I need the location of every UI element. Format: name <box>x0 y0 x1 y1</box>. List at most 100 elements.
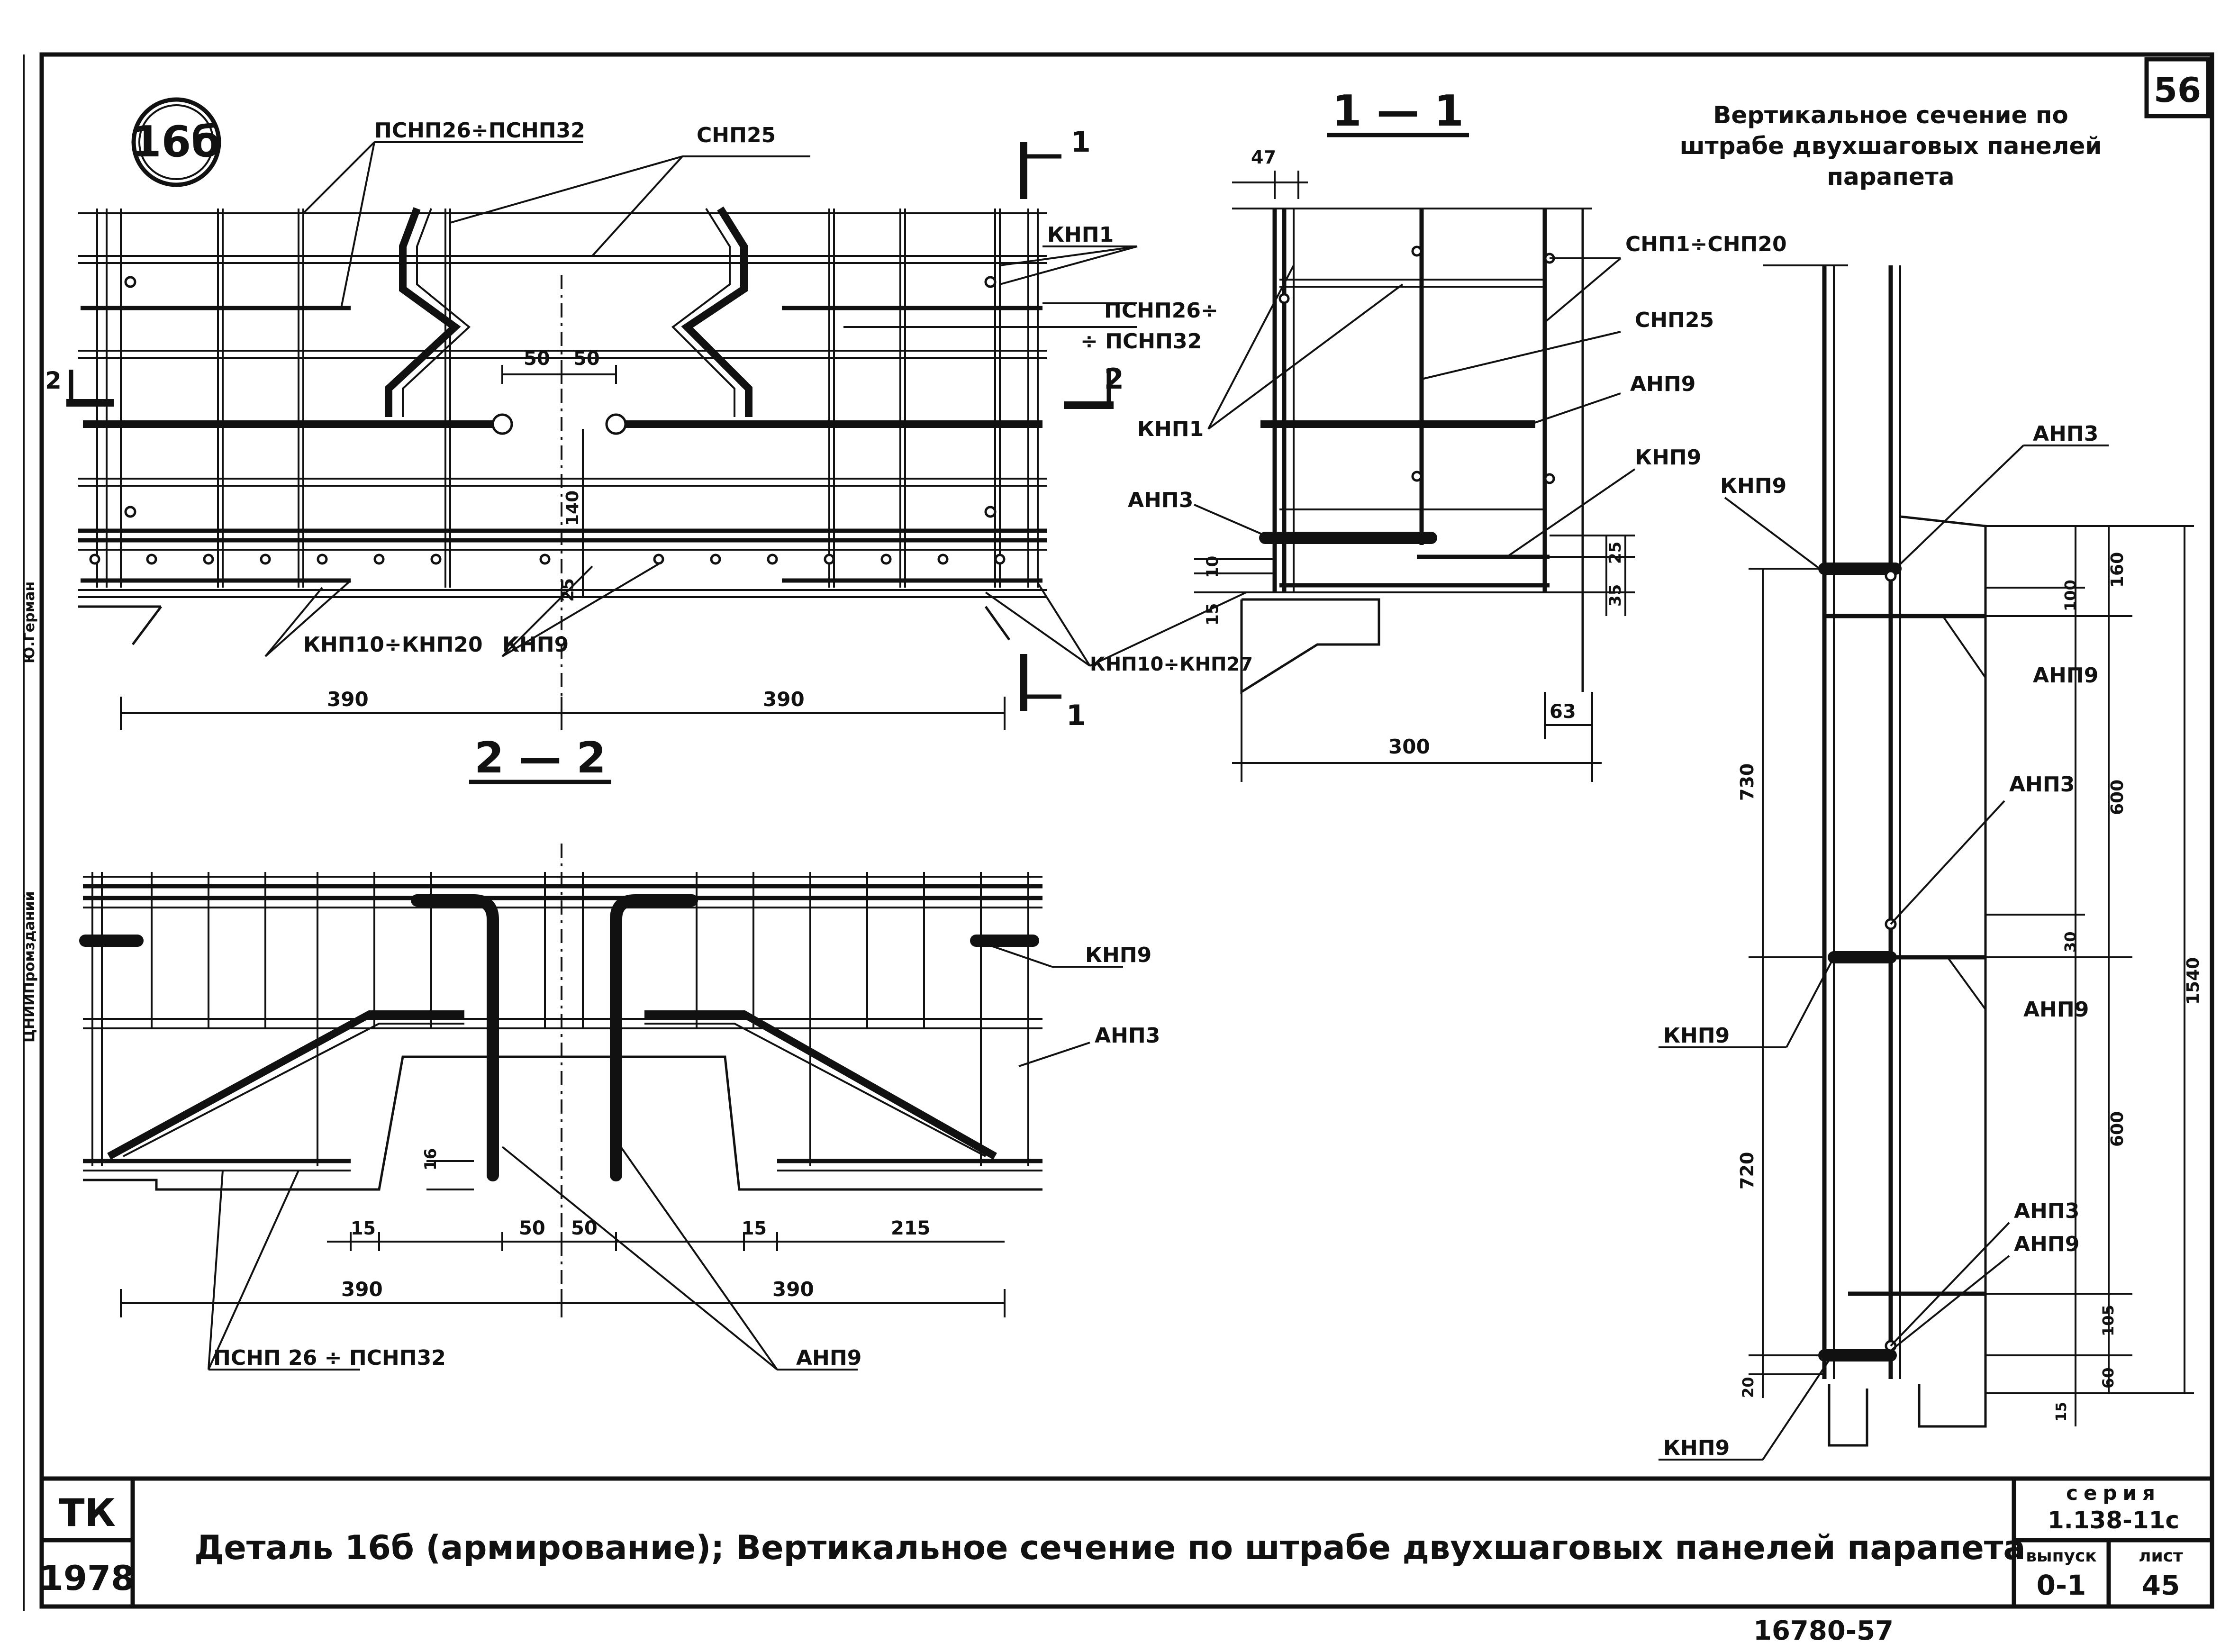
detail-mark: 16б <box>131 97 221 187</box>
vertical-section-title-2: штрабе двухшаговых панелей <box>1680 132 2102 160</box>
plan-section-2-right: 2 <box>1104 363 1124 396</box>
section-1-1-title: 1 — 1 <box>1332 86 1464 136</box>
vertical-section-dim-1540: 1540 <box>2184 957 2203 1005</box>
section-1-1-label-anp9: АНП9 <box>1630 372 1695 396</box>
plan-bar-ends <box>89 276 1006 565</box>
vertical-section-dim-15: 15 <box>2053 1402 2070 1422</box>
plan-leaders <box>264 141 1247 667</box>
section-1-1-label-knp1: КНП1 <box>1137 417 1204 441</box>
inventory-number: 16780-57 <box>1753 1616 1894 1646</box>
plan-view: ПСНП26÷ПСНП32 СНП25 КНП1 ПСНП26÷ ÷ ПСНП3… <box>45 118 1253 732</box>
section-1-1-dim-25: 25 <box>1606 542 1625 564</box>
plan-horizontal-bars <box>78 212 1047 598</box>
sheet-value: 45 <box>2142 1569 2180 1601</box>
vertical-section-dim-600a: 600 <box>2108 780 2127 815</box>
sheet-frame <box>23 52 2214 1611</box>
section-1-1-label-snp25: СНП25 <box>1635 308 1714 332</box>
section-2-2-dim-390a: 390 <box>341 1278 383 1301</box>
vertical-section-dim-20: 20 <box>1739 1377 1757 1398</box>
plan-label-knp10-27: КНП10÷КНП27 <box>1090 654 1253 675</box>
section-2-2-label-pcnp26-32: ПСНП 26 ÷ ПСНП32 <box>213 1346 446 1370</box>
section-1-1-label-snp1-20: СНП1÷СНП20 <box>1625 232 1787 256</box>
side-stamp-author: Ю.Герман <box>21 581 38 663</box>
side-stamp-org: ЦНИИПромзданий <box>21 891 38 1043</box>
section-2-2-label-knp9: КНП9 <box>1085 943 1151 967</box>
org-code: ТК <box>59 1491 116 1535</box>
vertical-section-label-anp9-mid: АНП9 <box>2023 998 2089 1022</box>
vertical-section-title-1: Вертикальное сечение по <box>1713 101 2068 129</box>
vertical-section-label-anp3-mid: АНП3 <box>2009 772 2075 797</box>
plan-label-knp9: КНП9 <box>502 633 569 657</box>
issue-label: выпуск <box>2026 1546 2096 1566</box>
vertical-section-dim-160: 160 <box>2108 552 2127 588</box>
section-1-1-dim-300: 300 <box>1388 735 1430 758</box>
vertical-section-label-anp3-top: АНП3 <box>2033 422 2098 446</box>
vertical-section-title-3: парапета <box>1827 163 1955 191</box>
plan-label-snp25: СНП25 <box>697 123 776 147</box>
section-1-1-dim-35: 35 <box>1606 584 1625 607</box>
plan-dimensions <box>120 275 1006 730</box>
plan-dim-25: 25 <box>558 578 578 602</box>
vertical-section-label-anp9-top: АНП9 <box>2033 663 2098 688</box>
sheet-label: лист <box>2139 1546 2183 1566</box>
plan-section-1-bottom: 1 <box>1066 699 1086 732</box>
plan-label-knp1: КНП1 <box>1047 223 1114 247</box>
vertical-section-dim-60: 60 <box>2099 1367 2117 1389</box>
plan-section-1-top: 1 <box>1071 126 1091 159</box>
section-1-1: 1 — 1 <box>1128 86 1787 782</box>
detail-mark-text: 16б <box>132 117 221 167</box>
vertical-section-dim-600b: 600 <box>2108 1111 2127 1147</box>
vertical-section-dim-105: 105 <box>2099 1305 2117 1336</box>
vertical-section-label-knp9-top: КНП9 <box>1720 474 1786 498</box>
plan-concrete <box>78 605 1011 645</box>
section-1-1-dim-15: 15 <box>1203 603 1222 626</box>
section-2-2-label-anp9: АНП9 <box>796 1346 861 1370</box>
section-1-1-dim-10: 10 <box>1203 556 1222 578</box>
sheet-title: Деталь 16б (армирование); Вертикальное с… <box>194 1528 2026 1567</box>
series-value: 1.138-11с <box>2048 1507 2179 1534</box>
year: 1978 <box>40 1558 135 1598</box>
section-2-2-label-anp3: АНП3 <box>1095 1024 1160 1048</box>
section-2-2-dim-215: 215 <box>891 1217 931 1239</box>
vertical-section: Вертикальное сечение по штрабе двухшагов… <box>1659 101 2203 1461</box>
plan-label-knp10-20: КНП10÷КНП20 <box>303 633 483 657</box>
plan-section-2-left: 2 <box>45 367 62 394</box>
section-2-2-dim-15a: 15 <box>351 1218 376 1239</box>
plan-section-cuts <box>66 142 1114 711</box>
section-2-2-dim-16: 16 <box>421 1148 440 1171</box>
plan-dim-390b: 390 <box>763 688 805 711</box>
section-1-1-label-anp3: АНП3 <box>1128 488 1193 512</box>
plan-bent-bars <box>385 206 752 417</box>
section-2-2-title: 2 — 2 <box>474 733 606 783</box>
section-2-2-dim-50a: 50 <box>519 1217 545 1239</box>
plan-dim-50a: 50 <box>524 348 550 370</box>
plan-label-pcnp26-b: ÷ ПСНП32 <box>1080 329 1202 354</box>
plan-label-pcnp26-a: ПСНП26÷ <box>1104 299 1218 323</box>
vertical-section-dim-100: 100 <box>2061 580 2079 611</box>
section-2-2-dim-15b: 15 <box>742 1218 767 1239</box>
section-2-2-dim-50b: 50 <box>571 1217 598 1239</box>
series-label: серия <box>2066 1481 2161 1505</box>
section-1-1-label-knp9: КНП9 <box>1635 445 1701 470</box>
vertical-section-label-knp9-mid: КНП9 <box>1663 1024 1730 1048</box>
side-stamp: ЦНИИПромзданий Ю.Герман <box>21 581 38 1043</box>
vertical-section-label-anp9-bot: АНП9 <box>2014 1232 2079 1256</box>
section-1-1-dim-47: 47 <box>1251 147 1276 168</box>
plan-dim-140: 140 <box>563 490 582 526</box>
plan-label-pcnp26-32: ПСНП26÷ПСНП32 <box>374 118 585 143</box>
vertical-section-dim-730: 730 <box>1737 763 1758 801</box>
title-block: ТК 1978 Деталь 16б (армирование); Вертик… <box>40 1481 2183 1601</box>
page-number: 56 <box>2154 70 2201 110</box>
vertical-section-label-knp9-bot: КНП9 <box>1663 1436 1730 1460</box>
vertical-section-dim-720: 720 <box>1737 1152 1758 1189</box>
section-2-2: 2 — 2 <box>79 733 1160 1371</box>
section-1-1-dim-63: 63 <box>1550 701 1576 723</box>
vertical-section-dim-30: 30 <box>2061 931 2079 953</box>
section-2-2-dim-390b: 390 <box>772 1278 814 1301</box>
vertical-section-label-anp3-bot: АНП3 <box>2014 1199 2079 1223</box>
issue-value: 0-1 <box>2037 1569 2086 1601</box>
plan-dim-50b: 50 <box>573 348 600 370</box>
plan-vertical-bars <box>96 209 1039 588</box>
plan-dim-390a: 390 <box>327 688 369 711</box>
